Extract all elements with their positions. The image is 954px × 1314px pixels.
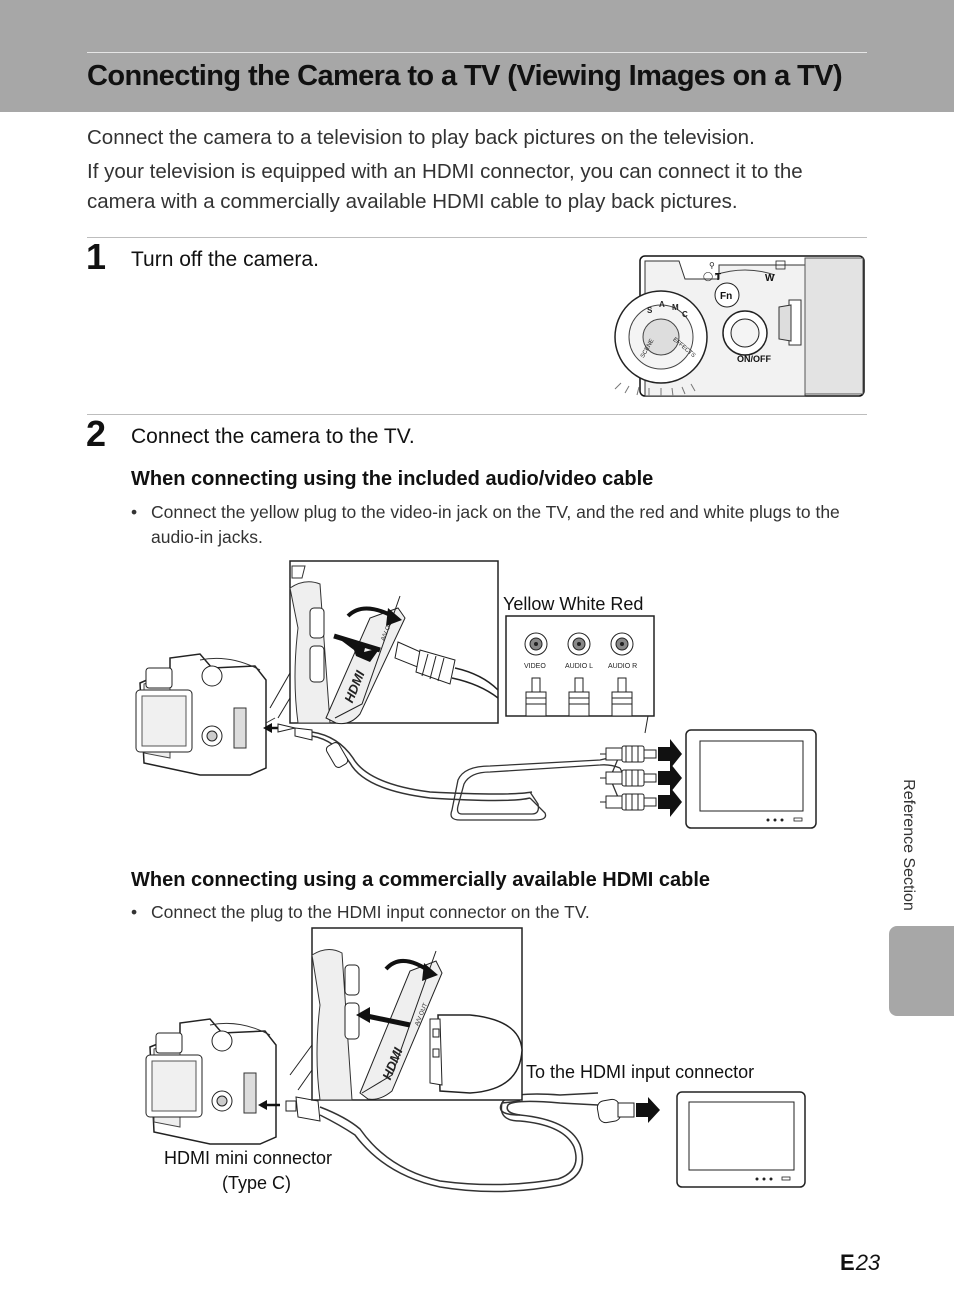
fn-label: Fn (720, 291, 732, 302)
hdmi-mini-label-line1: HDMI mini connector (164, 1148, 333, 1168)
jack-audio-r-label: AUDIO R (608, 663, 637, 670)
svg-text:◯: ◯ (703, 272, 713, 282)
hdmi-cable-bullet: • Connect the plug to the HDMI input con… (131, 900, 861, 925)
av-cable-heading: When connecting using the included audio… (131, 468, 654, 490)
header-rule (87, 52, 867, 53)
side-tab-label: Reference Section (900, 779, 917, 911)
bullet-dot: • (131, 502, 138, 522)
mode-a-label: A (659, 300, 665, 309)
plug-colors-label: Yellow White Red (503, 594, 644, 614)
divider-step-2 (87, 414, 867, 415)
divider-step-1 (87, 237, 867, 238)
side-tab-marker (889, 926, 954, 1016)
hdmi-mini-label-line2: (Type C) (222, 1173, 292, 1193)
mode-s-label: S (647, 306, 653, 315)
av-cable-illustration: HDMI A/V OUT VIDEO AUDIO L AUDIO R (135, 560, 817, 829)
zoom-t-label: T (715, 272, 721, 283)
svg-text:⚲: ⚲ (709, 261, 715, 270)
hdmi-cable-bullet-text: Connect the plug to the HDMI input conne… (151, 902, 590, 922)
intro-paragraph-2: If your television is equipped with an H… (87, 160, 803, 213)
zoom-w-label: W (765, 273, 775, 284)
step-1-text: Turn off the camera. (131, 248, 319, 271)
header-band (0, 0, 954, 112)
reference-e-icon: E (840, 1250, 855, 1275)
jack-video-label: VIDEO (524, 663, 546, 670)
jack-audio-l-label: AUDIO L (565, 663, 593, 670)
hdmi-cable-illustration: A/V OUT HDMI (145, 927, 806, 1193)
mode-m-label: M (672, 303, 679, 312)
page-number-value: 23 (855, 1250, 881, 1275)
page-title: Connecting the Camera to a TV (Viewing I… (87, 60, 843, 92)
av-cable-bullet-text: Connect the yellow plug to the video-in … (151, 502, 840, 547)
on-off-label: ON/OFF (737, 354, 771, 364)
step-2-number: 2 (86, 413, 107, 454)
page-number: E23 (840, 1250, 880, 1276)
intro-paragraph-1: Connect the camera to a television to pl… (87, 126, 755, 149)
step-1-number: 1 (86, 236, 107, 277)
step-2-text: Connect the camera to the TV. (131, 425, 415, 448)
av-cable-bullet: • Connect the yellow plug to the video-i… (131, 500, 861, 550)
mode-c-label: C (682, 310, 688, 319)
hdmi-input-label: To the HDMI input connector (526, 1062, 755, 1082)
bullet-dot: • (131, 902, 138, 922)
camera-top-illustration: ⚲ ◯ T W Fn ON/OFF SCENE EFFECTS S A M C (614, 255, 865, 397)
hdmi-cable-heading: When connecting using a commercially ava… (131, 869, 711, 891)
